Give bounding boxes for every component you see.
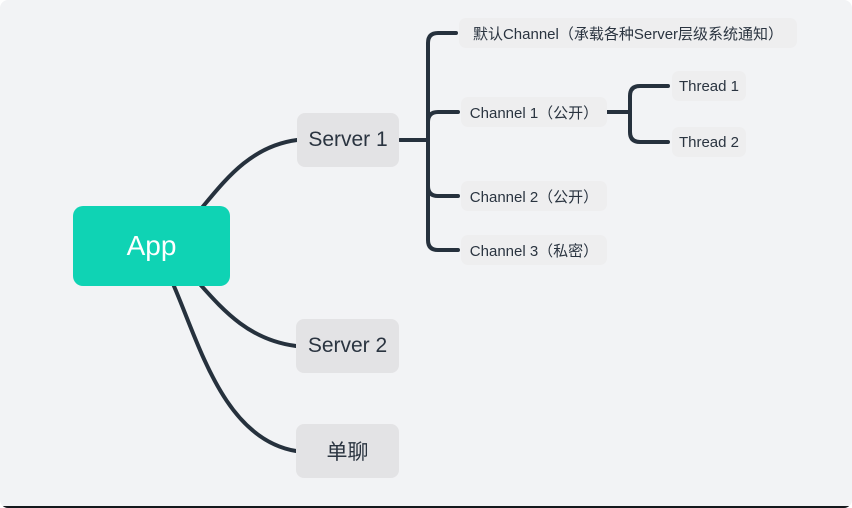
- node-channel-2[interactable]: Channel 2（公开）: [461, 181, 607, 211]
- node-server-2[interactable]: Server 2: [296, 319, 399, 373]
- edge-channel1-thread2: [628, 110, 670, 144]
- node-single-chat[interactable]: 单聊: [296, 424, 399, 478]
- edge-server1-channel3: [426, 138, 460, 252]
- node-app[interactable]: App: [73, 206, 230, 286]
- edge-server1-default-channel: [426, 31, 458, 142]
- edge-server1-channel2: [426, 138, 460, 198]
- node-channel-3[interactable]: Channel 3（私密）: [461, 235, 607, 265]
- node-channel-1[interactable]: Channel 1（公开）: [461, 97, 607, 127]
- node-thread-1[interactable]: Thread 1: [672, 71, 746, 101]
- node-thread-2[interactable]: Thread 2: [672, 127, 746, 157]
- edge-channel1-thread1: [628, 84, 670, 114]
- node-server-1[interactable]: Server 1: [297, 113, 399, 167]
- edge-server1-channel1: [426, 110, 460, 142]
- node-default-channel[interactable]: 默认Channel（承载各种Server层级系统通知）: [459, 18, 797, 48]
